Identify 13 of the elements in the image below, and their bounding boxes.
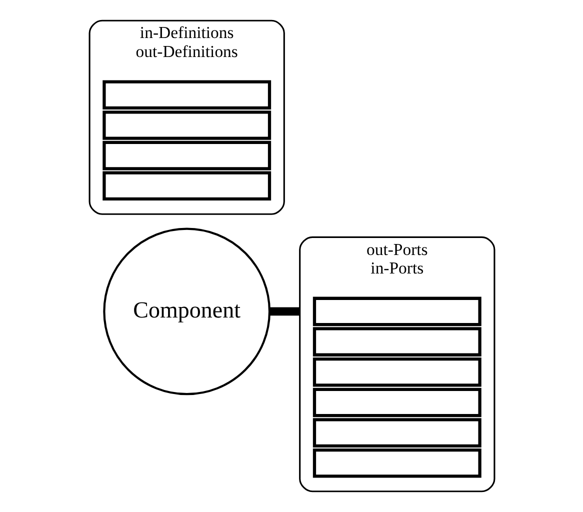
cluster: out-Ports in-Ports <box>298 236 495 492</box>
node-circle: Component <box>102 228 270 396</box>
node-box <box>102 110 271 140</box>
node-box <box>312 296 481 326</box>
node-box <box>102 171 271 201</box>
node-box <box>312 418 481 448</box>
node-box <box>312 448 481 478</box>
node-box <box>102 140 271 170</box>
node-box <box>312 357 481 387</box>
node-box <box>312 388 481 418</box>
node-box <box>312 327 481 356</box>
cluster: in-Definitions out-Definitions <box>88 20 284 215</box>
node-box <box>102 80 271 110</box>
